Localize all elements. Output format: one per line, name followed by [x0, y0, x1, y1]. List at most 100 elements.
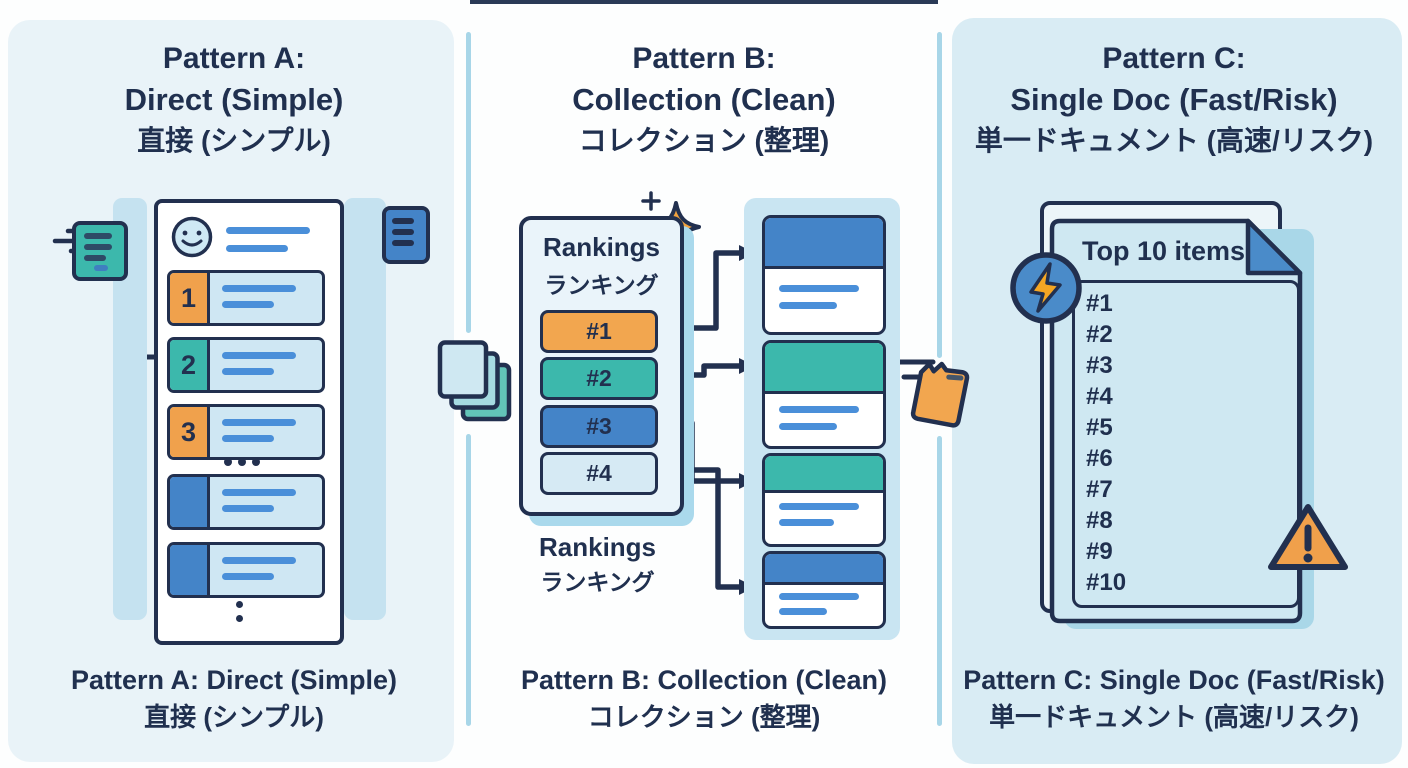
- text-line: [222, 419, 296, 426]
- divider-b-c-bottom: [937, 436, 942, 726]
- text-line: [222, 352, 296, 359]
- text-line: [222, 489, 296, 496]
- pattern-b-title-line1: Pattern B:: [632, 42, 776, 75]
- doc-list-item: #8: [1086, 507, 1113, 534]
- rank-pill-1: #1: [540, 310, 658, 353]
- single-doc-title: Top 10 items: [1082, 236, 1246, 266]
- item-body: [210, 477, 322, 527]
- stacked-papers-icon: [437, 340, 512, 422]
- item-body: [210, 545, 322, 595]
- pattern-c-title-line3: 単一ドキュメント (高速/リスク): [974, 125, 1374, 156]
- plus-cursor-icon: [641, 191, 661, 211]
- doc-card-4: [762, 551, 886, 629]
- doc-list-item: #5: [1086, 414, 1113, 441]
- doc-list-item: #9: [1086, 538, 1113, 565]
- card-body: [765, 269, 883, 332]
- text-line: [222, 557, 296, 564]
- pattern-a-title-line2: Direct (Simple): [124, 82, 344, 117]
- text-line: [779, 423, 837, 430]
- pattern-b-caption-line2: コレクション (整理): [587, 702, 821, 732]
- smiley-icon: [171, 216, 213, 258]
- doc-card-3: [762, 453, 886, 547]
- text-line: [779, 503, 859, 510]
- pattern-b-title: Pattern B: Collection (Clean) コレクション (整理…: [470, 38, 938, 161]
- text-line: [222, 573, 274, 580]
- doc-list-item: #4: [1086, 383, 1113, 410]
- doc-list-item: #2: [1086, 321, 1113, 348]
- card-body: [765, 493, 883, 544]
- card-header: [765, 218, 883, 269]
- warning-triangle-icon: [1268, 504, 1348, 570]
- single-doc-front-page: [1049, 218, 1303, 624]
- pattern-a-right-strip: [344, 198, 386, 620]
- rank-pill-4: #4: [540, 452, 658, 495]
- text-line: [226, 245, 288, 252]
- divider-b-c-top: [937, 32, 942, 358]
- text-line: [779, 285, 859, 292]
- item-body: [210, 273, 322, 323]
- pattern-a-title-line1: Pattern A:: [162, 42, 306, 75]
- list-item-1: 1: [167, 270, 325, 326]
- pattern-b-title-line3: コレクション (整理): [578, 125, 830, 156]
- torn-note-icon: [910, 361, 970, 428]
- doc-list-item: #1: [1086, 290, 1113, 317]
- text-line: [222, 301, 274, 308]
- lightning-bolt-icon: [1010, 252, 1082, 324]
- rankings-box-label-en: Rankings: [542, 232, 661, 262]
- top-edge-strip: [470, 0, 938, 4]
- text-line: [779, 519, 834, 526]
- doc-list-item: #7: [1086, 476, 1113, 503]
- pattern-c-title-line2: Single Doc (Fast/Risk): [1010, 82, 1338, 117]
- list-item-2: 2: [167, 337, 325, 393]
- pattern-a-caption-line2: 直接 (シンプル): [144, 702, 324, 732]
- text-line: [222, 505, 274, 512]
- divider-a-b-top: [466, 32, 471, 333]
- card-header: [765, 456, 883, 493]
- text-line: [222, 285, 296, 292]
- text-line: [222, 435, 274, 442]
- list-item-4: [167, 474, 325, 530]
- pattern-b-caption: Pattern B: Collection (Clean) コレクション (整理…: [470, 662, 938, 736]
- pattern-c-caption-line1: Pattern C: Single Doc (Fast/Risk): [963, 665, 1385, 695]
- pattern-a-title-line3: 直接 (シンプル): [137, 125, 331, 156]
- pattern-a-title: Pattern A: Direct (Simple) 直接 (シンプル): [0, 38, 468, 161]
- outgoing-doc-icon-blue: [382, 206, 430, 264]
- card-header: [765, 554, 883, 585]
- rank-badge: 3: [170, 407, 210, 457]
- text-line: [222, 368, 274, 375]
- pattern-b-title-line2: Collection (Clean): [572, 82, 836, 117]
- rankings-below-label-en: Rankings: [538, 532, 657, 562]
- card-body: [765, 394, 883, 446]
- text-line: [779, 593, 859, 600]
- divider-a-b-bottom: [466, 434, 471, 726]
- card-header: [765, 343, 883, 394]
- pattern-c-caption-line2: 単一ドキュメント (高速/リスク): [989, 702, 1359, 732]
- rank-badge: 1: [170, 273, 210, 323]
- item-body: [210, 340, 322, 390]
- rankings-box-label-ja: ランキング: [544, 272, 659, 298]
- doc-list-item: #10: [1086, 569, 1127, 596]
- rankings-collection-box: Rankings ランキング #1 #2 #3 #4: [519, 216, 684, 516]
- rank-badge: [170, 477, 210, 527]
- pattern-a-caption: Pattern A: Direct (Simple) 直接 (シンプル): [0, 662, 468, 736]
- item-body: [210, 407, 322, 457]
- rank-badge: [170, 545, 210, 595]
- rank-pill-3: #3: [540, 405, 658, 448]
- doc-card-1: [762, 215, 886, 335]
- rankings-below-label: Rankings ランキング: [519, 530, 676, 600]
- pattern-a-list-panel: 1 2 3: [154, 199, 344, 645]
- rankings-below-label-ja: ランキング: [540, 569, 655, 595]
- folded-corner: [1245, 218, 1303, 276]
- card-body: [765, 585, 883, 626]
- pattern-c-title-line1: Pattern C:: [1102, 42, 1246, 75]
- rank-pill-2: #2: [540, 357, 658, 400]
- pattern-b-caption-line1: Pattern B: Collection (Clean): [520, 665, 888, 695]
- incoming-doc-icon-teal: [72, 221, 128, 281]
- single-doc-inner-box: [1072, 280, 1300, 608]
- doc-card-2: [762, 340, 886, 449]
- doc-list-item: #3: [1086, 352, 1113, 379]
- pattern-c-title: Pattern C: Single Doc (Fast/Risk) 単一ドキュメ…: [940, 38, 1408, 161]
- text-line: [779, 302, 837, 309]
- list-item-5: [167, 542, 325, 598]
